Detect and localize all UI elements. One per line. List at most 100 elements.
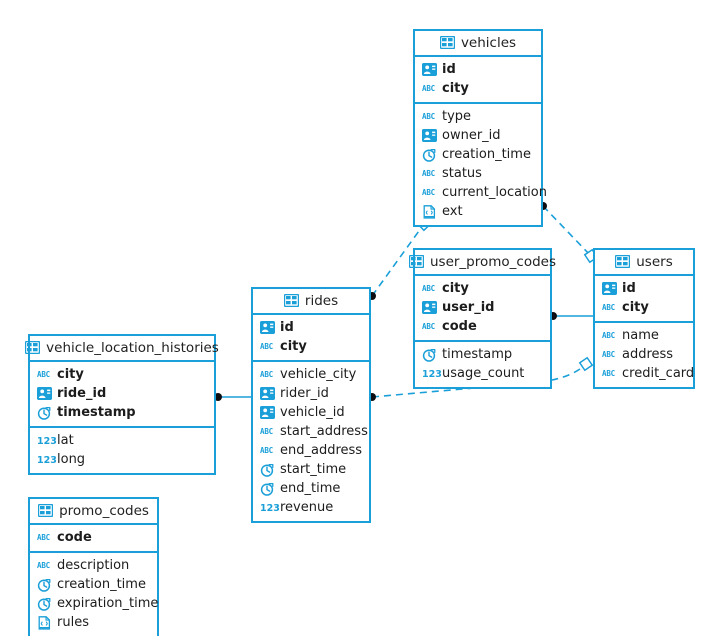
abc-icon: ABC bbox=[602, 302, 615, 312]
clock-icon bbox=[37, 578, 52, 592]
table-icon bbox=[439, 36, 455, 50]
abc-icon: ABC bbox=[37, 369, 50, 379]
field-vehicles-ext[interactable]: ext bbox=[415, 202, 541, 221]
field-label: type bbox=[442, 109, 472, 124]
id-card-icon bbox=[260, 386, 275, 401]
field-vehicles-id[interactable]: id bbox=[415, 60, 541, 79]
field-label: address bbox=[622, 347, 674, 362]
table-icon bbox=[25, 341, 41, 355]
field-label: lat bbox=[57, 433, 74, 448]
field-label: code bbox=[57, 530, 92, 545]
field-label: expiration_time bbox=[57, 596, 159, 611]
field-label: vehicle_city bbox=[280, 367, 357, 382]
123-icon: 123 bbox=[422, 368, 442, 380]
abc-icon: ABC bbox=[422, 321, 435, 331]
abc-icon: ABC bbox=[422, 187, 435, 197]
field-label: description bbox=[57, 558, 130, 573]
table-icon bbox=[38, 504, 54, 518]
abc-icon: ABC bbox=[260, 426, 273, 436]
field-label: start_address bbox=[280, 424, 368, 439]
clock-icon bbox=[260, 482, 275, 496]
field-rides-rider_id[interactable]: rider_id bbox=[253, 384, 369, 403]
entity-title-vehicle_location_histories: vehicle_location_histories bbox=[25, 336, 219, 362]
field-label: id bbox=[442, 62, 456, 77]
field-label: credit_card bbox=[622, 366, 695, 381]
field-vehicle_location_histories-ride_id[interactable]: ride_id bbox=[30, 384, 214, 403]
entity-title-user_promo_codes: user_promo_codes bbox=[408, 250, 556, 276]
field-label: ride_id bbox=[57, 386, 107, 401]
field-label: city bbox=[442, 81, 469, 96]
field-vehicle_location_histories-timestamp[interactable]: timestamp bbox=[30, 403, 214, 422]
table-icon bbox=[283, 294, 299, 308]
field-vehicles-creation_time[interactable]: creation_time bbox=[415, 145, 541, 164]
entity-name: users bbox=[636, 254, 673, 270]
field-label: city bbox=[57, 367, 84, 382]
field-label: rider_id bbox=[280, 386, 329, 401]
id-card-icon bbox=[260, 320, 275, 335]
field-rides-start_time[interactable]: start_time bbox=[253, 460, 369, 479]
clock-icon bbox=[37, 406, 52, 420]
field-label: vehicle_id bbox=[280, 405, 345, 420]
field-label: end_time bbox=[280, 481, 341, 496]
field-users-id[interactable]: id bbox=[595, 279, 693, 298]
id-card-icon bbox=[422, 300, 437, 315]
entity-title-promo_codes: promo_codes bbox=[30, 499, 157, 525]
field-label: creation_time bbox=[57, 577, 146, 592]
field-label: long bbox=[57, 452, 86, 467]
field-label: city bbox=[622, 300, 649, 315]
field-promo_codes-rules[interactable]: rules bbox=[30, 613, 157, 632]
json-icon bbox=[37, 615, 52, 630]
field-promo_codes-creation_time[interactable]: creation_time bbox=[30, 575, 157, 594]
field-rides-start_address[interactable]: ABC start_address bbox=[253, 422, 369, 441]
field-promo_codes-description[interactable]: ABC description bbox=[30, 556, 157, 575]
abc-icon: ABC bbox=[37, 560, 50, 570]
field-user_promo_codes-timestamp[interactable]: timestamp bbox=[415, 345, 550, 364]
field-users-city[interactable]: ABC city bbox=[595, 298, 693, 317]
field-user_promo_codes-user_id[interactable]: user_id bbox=[415, 298, 550, 317]
field-vehicle_location_histories-city[interactable]: ABC city bbox=[30, 365, 214, 384]
field-vehicles-type[interactable]: ABC type bbox=[415, 107, 541, 126]
table-icon bbox=[615, 255, 631, 269]
relationship-endpoint-square bbox=[578, 356, 594, 372]
123-icon: 123 bbox=[37, 454, 57, 466]
field-label: name bbox=[622, 328, 659, 343]
field-rides-end_time[interactable]: end_time bbox=[253, 479, 369, 498]
field-vehicles-owner_id[interactable]: owner_id bbox=[415, 126, 541, 145]
field-promo_codes-expiration_time[interactable]: expiration_time bbox=[30, 594, 159, 613]
field-label: creation_time bbox=[442, 147, 531, 162]
abc-icon: ABC bbox=[602, 368, 615, 378]
field-rides-id[interactable]: id bbox=[253, 318, 369, 337]
field-users-credit_card[interactable]: ABC credit_card bbox=[595, 364, 695, 383]
abc-icon: ABC bbox=[422, 111, 435, 121]
field-rides-vehicle_id[interactable]: vehicle_id bbox=[253, 403, 369, 422]
id-card-icon bbox=[602, 281, 617, 296]
abc-icon: ABC bbox=[422, 283, 435, 293]
field-label: timestamp bbox=[57, 405, 136, 420]
